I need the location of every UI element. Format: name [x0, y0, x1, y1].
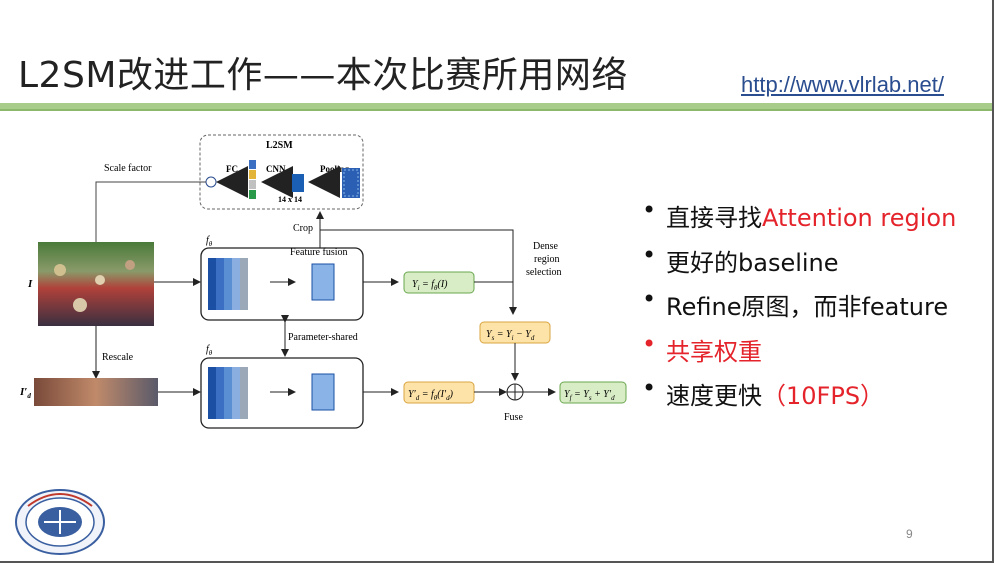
bullet-icon: •: [642, 374, 657, 402]
svg-text:Ys = Yi − Yd: Ys = Yi − Yd: [486, 329, 535, 342]
bullet-icon: •: [642, 285, 657, 313]
bullet-item: •直接寻找Attention region: [642, 196, 957, 232]
svg-text:Yf = Ys + Y′d: Yf = Ys + Y′d: [564, 389, 615, 402]
bullet-icon: •: [642, 240, 657, 269]
bullet-item: •Refine原图，而非feature: [642, 285, 949, 321]
input-id-label: I′d: [20, 386, 31, 400]
input-image-bottom: [34, 378, 158, 406]
bullet-item: •更好的baseline: [642, 240, 839, 277]
size-label: 14 x 14: [278, 195, 302, 204]
input-image-top: [38, 242, 154, 326]
svg-text:region: region: [534, 254, 560, 265]
pooling-feature: [342, 168, 360, 198]
f-theta-bottom: fθ: [206, 344, 213, 357]
rescale-label: Rescale: [102, 352, 134, 363]
input-i-label: I: [27, 278, 33, 290]
bullet-item: •速度更快（10FPS）: [642, 374, 885, 410]
dense-line: [320, 229, 517, 315]
svg-text:Yi = fθ(I): Yi = fθ(I): [412, 279, 448, 292]
slide-title: L2SM改进工作——本次比赛所用网络: [18, 55, 628, 96]
fc-label: FC: [226, 164, 238, 174]
page-number: 9: [906, 527, 913, 541]
yf-box: [559, 381, 627, 404]
l2sm-title: L2SM: [266, 140, 293, 151]
architecture-diagram: L2SM FC CNN 14 x 14 Pooling Scale factor…: [20, 134, 627, 429]
bottom-feature-block: [311, 373, 335, 411]
lab-url-link[interactable]: http://www.vlrlab.net/: [741, 72, 944, 97]
svg-text:selection: selection: [526, 267, 562, 278]
bullet-icon: •: [642, 196, 657, 224]
bullet-icon: •: [642, 329, 657, 358]
scale-factor-line: [95, 181, 206, 248]
parameter-shared-label: Parameter-shared: [288, 332, 358, 343]
title-divider-dark: [0, 109, 992, 111]
feature-fusion-label: Feature fusion: [290, 247, 348, 258]
bullet-item: •共享权重: [642, 329, 762, 366]
title-divider: [0, 103, 992, 109]
fuse-label: Fuse: [504, 412, 523, 423]
fc-vector: [249, 160, 256, 169]
bullet-list: •直接寻找Attention region •更好的baseline •Refi…: [640, 196, 957, 421]
top-feature-block: [311, 263, 335, 301]
svg-text:Y′d = fθ(I′d): Y′d = fθ(I′d): [408, 389, 454, 402]
f-theta-top: fθ: [206, 235, 213, 248]
scale-output-node: [205, 176, 217, 188]
university-logo-icon: [15, 489, 105, 555]
scale-factor-label: Scale factor: [104, 163, 152, 174]
cnn-label: CNN: [266, 164, 286, 174]
svg-text:Dense: Dense: [533, 241, 559, 252]
cnn-feature: [292, 174, 304, 192]
crop-label: Crop: [293, 223, 313, 234]
